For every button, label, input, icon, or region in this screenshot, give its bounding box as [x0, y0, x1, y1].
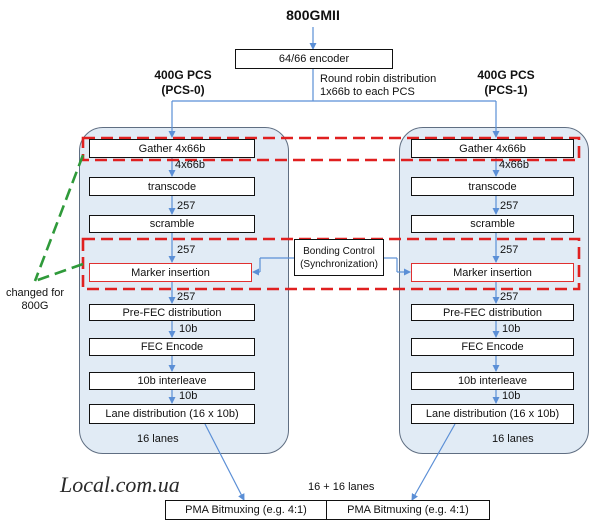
- pcs-1-prefec-label: Pre-FEC distribution: [442, 306, 543, 319]
- pcs-0-interleave-box: 10b interleave: [89, 372, 255, 390]
- top-title: 800GMII: [286, 7, 340, 23]
- pcs-1-marker-box: Marker insertion: [411, 263, 574, 282]
- pcs-0-prefec-box: Pre-FEC distribution: [89, 304, 255, 321]
- pcs-0-bus-257-a: 257: [177, 200, 196, 212]
- pcs-1-bus-10b-b: 10b: [502, 390, 521, 402]
- pcs-0-lane-dist-box: Lane distribution (16 x 10b): [89, 404, 255, 424]
- pma-left-box: PMA Bitmuxing (e.g. 4:1): [165, 500, 327, 520]
- pcs-0-transcode-label: transcode: [147, 180, 197, 193]
- pcs-1-interleave-box: 10b interleave: [411, 372, 574, 390]
- pcs-1-gather-label: Gather 4x66b: [459, 142, 526, 155]
- pcs-1-transcode-label: transcode: [468, 180, 517, 193]
- distribution-note-line1: Round robin distribution: [320, 73, 437, 85]
- pcs-0-lanes: 16 lanes: [137, 433, 179, 445]
- distribution-note-line2: 1x66b to each PCS: [320, 86, 415, 98]
- pcs-1-marker-label: Marker insertion: [453, 266, 532, 279]
- pcs-0-interleave-label: 10b interleave: [137, 375, 207, 387]
- pcs-1-title-line2: (PCS-1): [484, 83, 528, 97]
- pcs-1-bus-257-a: 257: [500, 200, 519, 212]
- pcs-0-title-line2: (PCS-0): [161, 83, 205, 97]
- pcs-0-transcode-box: transcode: [89, 177, 255, 196]
- pcs-0-fec-box: FEC Encode: [89, 338, 255, 356]
- distribution-note: Round robin distribution 1x66b to each P…: [320, 73, 436, 99]
- pcs-0-gather-label: Gather 4x66b: [138, 142, 206, 155]
- encoder-label: 64/66 encoder: [278, 53, 350, 65]
- pcs-0-marker-label: Marker insertion: [131, 266, 210, 279]
- pcs-1-transcode-box: transcode: [411, 177, 574, 196]
- pcs-1-fec-label: FEC Encode: [461, 341, 524, 353]
- pcs-1-bus-257-c: 257: [500, 291, 519, 303]
- pcs-1-prefec-box: Pre-FEC distribution: [411, 304, 574, 321]
- pma-right-box: PMA Bitmuxing (e.g. 4:1): [326, 500, 490, 520]
- changed-note-line2: 800G: [21, 300, 49, 312]
- pcs-0-scramble-box: scramble: [89, 215, 255, 233]
- pcs-1-scramble-box: scramble: [411, 215, 574, 233]
- bonding-control-line2: (Synchronization): [300, 258, 378, 270]
- pma-right-label: PMA Bitmuxing (e.g. 4:1): [347, 504, 469, 516]
- pcs-1-bus-66: 4x66b: [499, 159, 529, 171]
- pcs-0-lane-dist-label: Lane distribution (16 x 10b): [105, 408, 239, 420]
- pcs-1-lane-dist-box: Lane distribution (16 x 10b): [411, 404, 574, 424]
- pcs-0-gather-box: Gather 4x66b: [89, 139, 255, 158]
- combined-lanes: 16 + 16 lanes: [308, 481, 375, 493]
- pcs-0-bus-257-b: 257: [177, 244, 196, 256]
- pcs-1-lane-dist-label: Lane distribution (16 x 10b): [425, 408, 560, 420]
- changed-note: changed for 800G: [2, 287, 68, 313]
- gather-highlight: [81, 136, 581, 162]
- pcs-1-lanes: 16 lanes: [492, 433, 534, 445]
- pcs-0-bus-10b-a: 10b: [179, 323, 198, 335]
- pcs-1-bus-257-b: 257: [500, 244, 519, 256]
- pcs-0-title: 400G PCS (PCS-0): [128, 68, 238, 98]
- pcs-0-scramble-label: scramble: [149, 218, 195, 230]
- pcs-1-title-line1: 400G PCS: [477, 68, 535, 82]
- bonding-control-box: Bonding Control (Synchronization): [294, 239, 384, 276]
- pcs-0-bus-66: 4x66b: [175, 159, 205, 171]
- pcs-1-gather-box: Gather 4x66b: [411, 139, 574, 158]
- pcs-0-prefec-label: Pre-FEC distribution: [122, 306, 222, 319]
- pcs-1-scramble-label: scramble: [470, 218, 515, 230]
- bonding-control-line1: Bonding Control: [303, 245, 375, 257]
- pcs-1-interleave-label: 10b interleave: [457, 375, 528, 387]
- pcs-1-bus-10b-a: 10b: [502, 323, 521, 335]
- pcs-0-bus-257-c: 257: [177, 291, 196, 303]
- watermark-logo: Local.com.ua: [60, 472, 180, 497]
- pcs-0-marker-box: Marker insertion: [89, 263, 252, 282]
- changed-note-line1: changed for: [5, 287, 65, 299]
- pma-left-label: PMA Bitmuxing (e.g. 4:1): [185, 504, 307, 516]
- encoder-box: 64/66 encoder: [235, 49, 393, 69]
- pcs-0-bus-10b-b: 10b: [179, 390, 198, 402]
- pcs-0-title-line1: 400G PCS: [154, 68, 212, 82]
- pcs-1-title: 400G PCS (PCS-1): [451, 68, 561, 98]
- pcs-1-fec-box: FEC Encode: [411, 338, 574, 356]
- pcs-0-fec-label: FEC Encode: [140, 341, 204, 353]
